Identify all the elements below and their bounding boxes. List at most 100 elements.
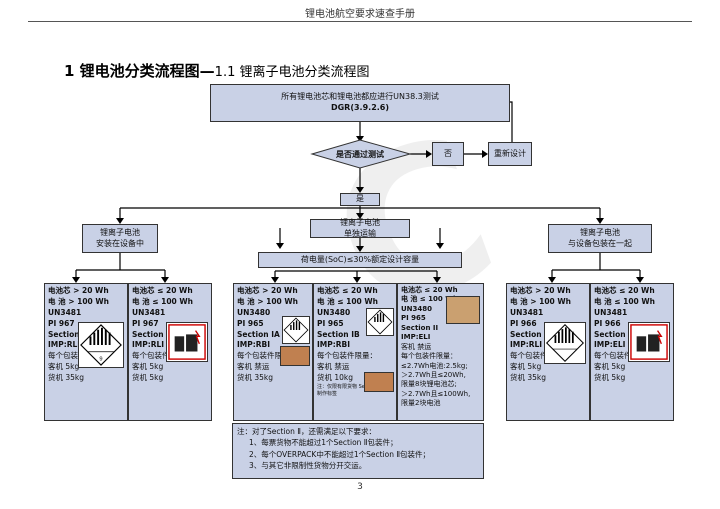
c5-line: 电池芯 ≤ 20 Wh	[401, 286, 458, 294]
c5-line: 限量2块电池	[401, 399, 441, 408]
c7-line: 货机 5kg	[594, 373, 626, 382]
un383-test-box: 所有锂电池芯和锂电池都应进行UN38.3测试 DGR(3.9.2.6)	[210, 84, 510, 122]
redesign-box: 重新设计	[488, 142, 532, 166]
c7-line: 每个包装件限量：	[594, 351, 654, 361]
c4-line: 电池芯 ≤ 20 Wh	[317, 286, 378, 295]
c6-line: 客机 5kg	[510, 362, 542, 372]
cargo-aircraft-only-label	[364, 372, 394, 392]
class9-hazard-label	[366, 308, 394, 336]
c2-line: PI 967	[132, 318, 159, 328]
soc-box: 荷电量(SoC)≤30%额定设计容量	[258, 252, 462, 268]
c4-line: 每个包装件限量：	[317, 351, 377, 361]
c4-line: Section IB	[317, 329, 360, 339]
in-equipment-l2: 安装在设备中	[96, 238, 144, 248]
soc-label: 荷电量(SoC)≤30%额定设计容量	[300, 254, 420, 264]
c1-line: 客机 5kg	[48, 362, 80, 372]
c4-line: 电 池 ≤ 100 Wh	[317, 296, 378, 306]
yes-label: 是	[356, 194, 364, 204]
c6-line: Section I	[510, 329, 547, 339]
c7-line: IMP:ELI	[594, 340, 626, 350]
with-equipment-l1: 锂离子电池	[580, 227, 620, 237]
c6-line: 电池芯 > 20 Wh	[510, 286, 571, 295]
c7-line: 电池芯 ≤ 20 Wh	[594, 286, 655, 295]
c6-line: 货机 35kg	[510, 373, 547, 382]
class9-hazard-label	[282, 316, 310, 344]
with-equipment-l2: 与设备包装在一起	[568, 238, 632, 248]
c2-line: 电池芯 ≤ 20 Wh	[132, 286, 193, 295]
page-title: 1 锂电池分类流程图—1.1 锂离子电池分类流程图	[64, 60, 369, 81]
top-line2: DGR(3.9.2.6)	[330, 103, 390, 112]
running-header: 锂电池航空要求速查手册	[305, 9, 415, 20]
c3-line: 货机 35kg	[237, 373, 274, 382]
class9-hazard-label: 9	[78, 322, 124, 368]
with-equipment-box: 锂离子电池 与设备包装在一起	[548, 224, 652, 253]
svg-text:9: 9	[99, 356, 102, 362]
c7-line: 客机 5kg	[594, 362, 626, 372]
standalone-l1: 锂离子电池	[340, 217, 380, 227]
c3-line: PI 965	[237, 318, 264, 328]
c7-line: Section II	[594, 329, 634, 339]
c4-line: 制作标签	[317, 391, 338, 398]
c7-line: UN3481	[594, 307, 628, 317]
c1-line: UN3481	[48, 307, 82, 317]
c3-line: IMP:RBI	[237, 340, 271, 350]
section2-notes: 注：对了Section Ⅱ，还需满足以下要求： 1、每票货物不能超过1个Sect…	[232, 423, 484, 479]
c4-line: 客机 禁运	[317, 362, 350, 372]
c7-line: PI 966	[594, 318, 621, 328]
top-line1: 所有锂电池芯和锂电池都应进行UN38.3测试	[281, 92, 439, 102]
c4-line: UN3480	[317, 307, 351, 317]
c5-line: 电 池 ≤ 100 Wh	[401, 295, 458, 304]
standalone-l2: 单独运输	[344, 228, 376, 238]
c3-line: Section IA	[237, 329, 280, 339]
in-equipment-l1: 锂离子电池	[100, 227, 140, 237]
c2-line: UN3481	[132, 307, 166, 317]
c5-line: PI 965	[401, 314, 426, 323]
c6-line: 电 池 > 100 Wh	[510, 296, 571, 306]
c2-line: 客机 5kg	[132, 362, 164, 372]
c5-line: 客机 禁运	[401, 342, 432, 351]
c2-line: Section II	[132, 329, 172, 339]
c1-line: Section I	[48, 329, 85, 339]
note-line: 2、每个OVERPACK中不能超过1个Section Ⅱ包装件；	[249, 449, 431, 459]
c6-line: PI 966	[510, 318, 537, 328]
c4-line: 货机 10kg	[317, 373, 354, 382]
c2-line: 货机 5kg	[132, 373, 164, 382]
c5-line: 每个包装件限量：	[401, 352, 457, 361]
c7-line: 电 池 ≤ 100 Wh	[594, 296, 655, 306]
c2-line: 电 池 ≤ 100 Wh	[132, 296, 193, 306]
no-label: 否	[444, 148, 452, 158]
lithium-battery-mark-image	[446, 296, 480, 324]
c5-line: UN3480	[401, 304, 433, 313]
c6-line: 每个包装件限量：	[510, 351, 570, 361]
c2-line: IMP:RLI	[132, 340, 165, 350]
column-un3480-pi965-ib: 电池芯 ≤ 20 Wh 电 池 ≤ 100 Wh UN3480 PI 965 S…	[313, 283, 397, 421]
c6-line: UN3481	[510, 307, 544, 317]
c1-line: 电 池 > 100 Wh	[48, 296, 109, 306]
c5-line: ≤2.7Wh电池:2.5kg;	[401, 361, 468, 370]
c5-line: Section II	[401, 323, 439, 332]
title-sub: 1.1 锂离子电池分类流程图	[214, 65, 370, 80]
c4-line: 注：仅限有限货物 Section II包装	[317, 383, 392, 390]
c3-line: UN3480	[237, 307, 271, 317]
in-equipment-box: 锂离子电池 安装在设备中	[82, 224, 158, 253]
c5-line: ＞2.7Wh且≤20Wh,	[401, 370, 466, 379]
header-divider	[28, 21, 692, 22]
c3-line: 每个包装件限量：	[237, 351, 297, 361]
c3-line: 客机 禁运	[237, 362, 270, 372]
class9-hazard-label	[544, 322, 586, 364]
c6-line: IMP:RLI	[510, 340, 543, 350]
decision-label: 是否通过测试	[336, 150, 384, 159]
c4-line: IMP:RBI	[317, 340, 351, 350]
cargo-aircraft-only-label	[280, 346, 310, 366]
lithium-battery-mark-image	[166, 322, 208, 362]
c3-line: 电 池 > 100 Wh	[237, 296, 298, 306]
c3-line: 电池芯 > 20 Wh	[237, 286, 298, 295]
note-line: 3、与其它非限制性货物分开交运。	[249, 460, 367, 470]
redesign-label: 重新设计	[494, 148, 526, 158]
c5-line: IMP:ELI	[401, 333, 431, 342]
yes-box: 是	[340, 193, 380, 206]
c5-line: ＞2.7Wh且≤100Wh,	[401, 389, 471, 398]
standalone-box: 锂离子电池 单独运输	[310, 217, 410, 238]
title-main: 1 锂电池分类流程图—	[64, 62, 215, 80]
